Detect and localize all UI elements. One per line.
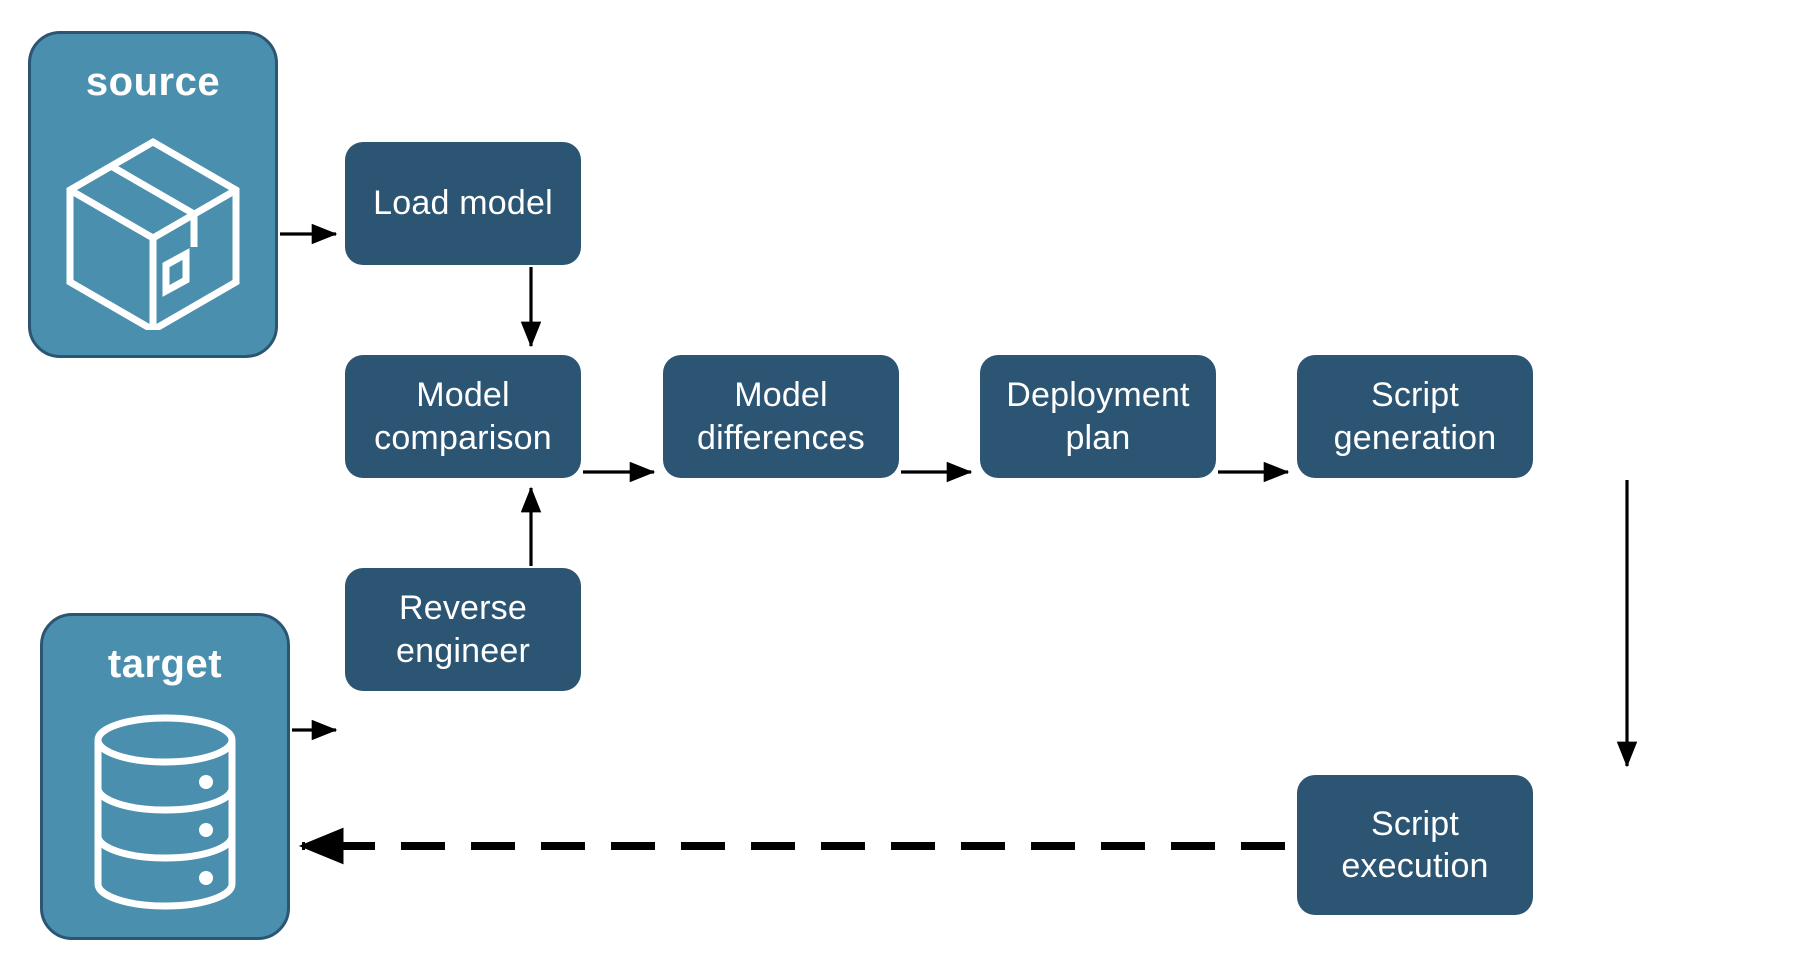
node-deployment-plan[interactable]: Deployment plan	[980, 355, 1216, 478]
target-label: target	[107, 642, 223, 686]
script-execution-label: Script execution	[1341, 804, 1489, 886]
reverse-engineer-label: Reverse engineer	[396, 589, 530, 670]
node-load-model[interactable]: Load model	[345, 142, 581, 265]
node-model-comparison[interactable]: Model comparison	[345, 355, 581, 478]
model-differences-label: Model differences	[697, 376, 865, 457]
model-comparison-label: Model comparison	[374, 376, 552, 457]
deployment-plan-label: Deployment plan	[1006, 376, 1190, 457]
node-target[interactable]: target	[40, 613, 290, 940]
load-model-label: Load model	[373, 184, 553, 223]
node-source[interactable]: source	[28, 31, 278, 358]
database-cylinder-icon	[43, 687, 287, 937]
node-model-differences[interactable]: Model differences	[663, 355, 899, 478]
node-script-execution[interactable]: Script execution	[1297, 775, 1533, 915]
script-generation-label: Script generation	[1333, 376, 1497, 457]
node-script-generation[interactable]: Script generation	[1297, 355, 1533, 478]
package-box-icon	[31, 105, 275, 355]
source-label: source	[85, 60, 221, 104]
node-reverse-engineer[interactable]: Reverse engineer	[345, 568, 581, 691]
